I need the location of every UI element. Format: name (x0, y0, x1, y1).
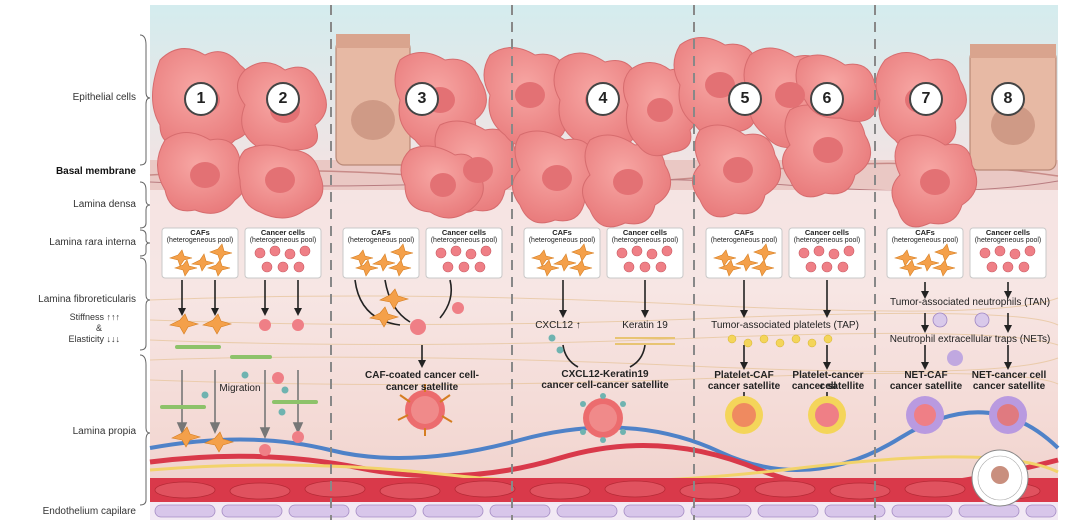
pool-title: CAFs (190, 228, 210, 237)
pool-title: Cancer cells (441, 228, 487, 237)
nets-label: Neutrophil extracellular traps (NETs) (889, 334, 1051, 345)
label-lamina-rara-interna: Lamina rara interna (49, 237, 136, 248)
section-number-3: 3 (405, 82, 439, 116)
caf-coated-label-line2: cancer satellite (385, 382, 459, 393)
cxcl12-keratin-satellite (580, 393, 626, 443)
pool-title: CAFs (915, 228, 935, 237)
pool-subtitle: (heterogeneous pool) (430, 237, 498, 244)
label-stiffness: Stiffness ↑↑↑ (69, 312, 120, 322)
layer-braces (139, 34, 151, 506)
normal-epithelial-cell-left (335, 34, 411, 166)
platelet-caf-satellite (725, 396, 763, 434)
pool-subtitle: (heterogeneous pool) (891, 237, 959, 244)
net-caf-label-line2: cancer satellite (889, 381, 963, 392)
section-number-6: 6 (810, 82, 844, 116)
section-number-7: 7 (909, 82, 943, 116)
label-lamina-propia: Lamina propia (72, 426, 136, 437)
section-dividers (330, 5, 876, 520)
pool-subtitle: (heterogeneous pool) (974, 237, 1042, 244)
label-elasticity: Elasticity ↓↓↓ (68, 334, 120, 344)
pool-subtitle: (heterogeneous pool) (611, 237, 679, 244)
caf-pool-cells (168, 243, 958, 277)
pool-title: CAFs (371, 228, 391, 237)
pool-subtitle: (heterogeneous pool) (528, 237, 596, 244)
tap-label: Tumor-associated platelets (TAP) (711, 320, 859, 331)
pool-title: Cancer cells (985, 228, 1031, 237)
net-cancer-satellite (989, 396, 1027, 434)
cancer-pool-cells (254, 245, 1036, 273)
migrating-cells (169, 313, 304, 456)
migration-arrows (176, 370, 304, 439)
artist-seal (971, 449, 1029, 507)
platelet-caf-label-line2: cancer satellite (707, 381, 781, 392)
endothelial-cells (154, 504, 1057, 518)
section-number-8: 8 (991, 82, 1025, 116)
pool-title: Cancer cells (260, 228, 306, 237)
label-amp: & (95, 323, 102, 333)
label-epithelial-cells: Epithelial cells (72, 92, 136, 103)
caf-coated-label-line1: CAF-coated cancer cell- (365, 370, 479, 381)
pool-label-cafs-7: CAFs(heterogeneous pool) (888, 229, 962, 245)
pool-label-cancer-2: Cancer cells(heterogeneous pool) (246, 229, 320, 245)
net-cancer-label-line1: NET-cancer cell (971, 370, 1047, 381)
pool-label-cafs-1: CAFs(heterogeneous pool) (163, 229, 237, 245)
platelet-cancer-label-line1: Platelet-cancer cell (792, 370, 864, 392)
pool-subtitle: (heterogeneous pool) (793, 237, 861, 244)
pool-subtitle: (heterogeneous pool) (347, 237, 415, 244)
net-caf-label-line1: NET-CAF (904, 370, 948, 381)
pool-subtitle: (heterogeneous pool) (249, 237, 317, 244)
vesicles (201, 334, 564, 416)
cxcl12-label: CXCL12 ↑ (535, 320, 581, 331)
fibroreticular-fibers (149, 295, 1059, 386)
section-number-5: 5 (728, 82, 762, 116)
pool-subtitle: (heterogeneous pool) (166, 237, 234, 244)
label-lamina-densa: Lamina densa (73, 199, 136, 210)
section-number-4: 4 (586, 82, 620, 116)
net-traps (947, 350, 963, 366)
pool-label-cafs-3: CAFs(heterogeneous pool) (344, 229, 418, 245)
net-caf-satellite (906, 396, 944, 434)
pool-label-cafs-4: CAFs(heterogeneous pool) (525, 229, 599, 245)
pool-title: Cancer cells (804, 228, 850, 237)
cxcl12-keratin-label-line1: CXCL12-Keratin19 (561, 369, 649, 380)
tap-platelets (727, 334, 833, 348)
label-basal-membrane: Basal membrane (55, 166, 136, 177)
label-endothelium-capilare: Endothelium capilare (42, 506, 136, 517)
platelet-cancer-satellite (808, 396, 846, 434)
pool-label-cancer-8: Cancer cells(heterogeneous pool) (971, 229, 1045, 245)
section-number-2: 2 (266, 82, 300, 116)
pool-title: CAFs (734, 228, 754, 237)
cxcl12-keratin-label-line2: cancer cell-cancer satellite (541, 380, 669, 391)
platelet-caf-label-line1: Platelet-CAF (714, 370, 774, 381)
pool-title: Cancer cells (622, 228, 668, 237)
label-lamina-fibroreticularis: Lamina fibroreticularis (38, 294, 136, 305)
platelet-cancer-label-line2: cancer satellite (791, 381, 865, 392)
pool-title: CAFs (552, 228, 572, 237)
net-cancer-label-line2: cancer satellite (972, 381, 1046, 392)
migration-label: Migration (219, 383, 261, 394)
chemokine-beads (160, 345, 318, 409)
pool-label-cancer-3: Cancer cells(heterogeneous pool) (427, 229, 501, 245)
keratin-19-label: Keratin 19 (622, 320, 668, 331)
pool-label-cancer-4: Cancer cells(heterogeneous pool) (608, 229, 682, 245)
tan-label: Tumor-associated neutrophils (TAN) (889, 297, 1051, 308)
pool-label-cafs-5: CAFs(heterogeneous pool) (707, 229, 781, 245)
keratin-fibers (615, 337, 675, 345)
tan-neutrophils (932, 312, 990, 328)
caf-coated-satellite (369, 288, 464, 436)
section-number-1: 1 (184, 82, 218, 116)
pool-subtitle: (heterogeneous pool) (710, 237, 778, 244)
pool-label-cancer-6: Cancer cells(heterogeneous pool) (790, 229, 864, 245)
